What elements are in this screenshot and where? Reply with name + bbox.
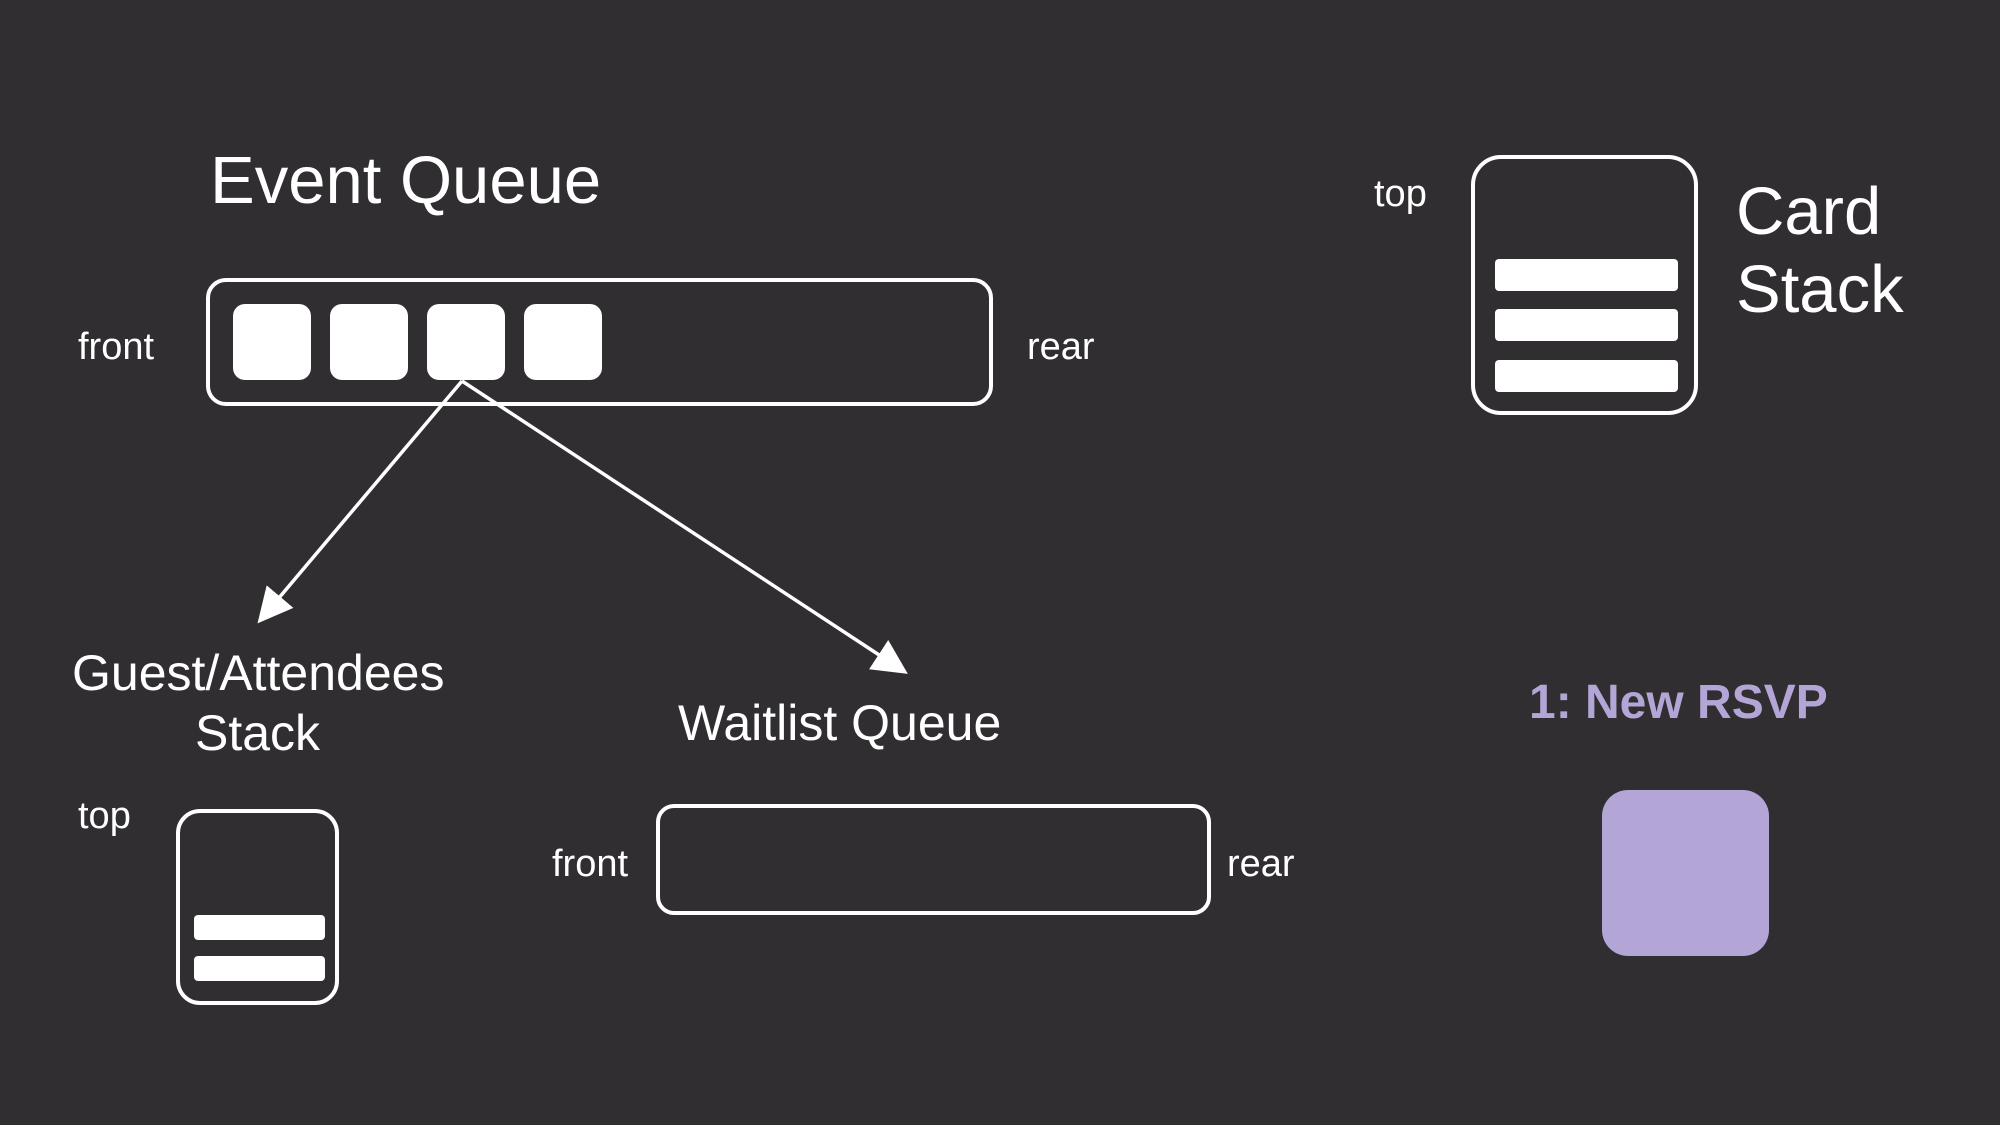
card-stack-title-line2: Stack <box>1736 252 1904 327</box>
arrow-to-guest-stack <box>257 379 464 624</box>
card-stack-top-label: top <box>1374 173 1427 215</box>
guest-stack-title-line1: Guest/Attendees <box>72 645 445 701</box>
card-stack-card <box>1495 360 1678 392</box>
event-queue-front-label: front <box>78 326 155 368</box>
waitlist-queue-title: Waitlist Queue <box>678 695 1002 751</box>
guest-stack-title-line2: Stack <box>195 705 321 761</box>
event-queue-item <box>233 304 311 380</box>
guest-stack-box <box>176 809 339 1005</box>
card-stack-box <box>1471 155 1698 415</box>
event-queue-item <box>427 304 505 380</box>
waitlist-queue-rear-label: rear <box>1227 843 1295 885</box>
current-action-label: 1: New RSVP <box>1529 676 1828 729</box>
waitlist-queue-box <box>656 804 1211 915</box>
waitlist-queue-front-label: front <box>552 843 629 885</box>
incoming-rsvp-card <box>1602 790 1769 956</box>
card-stack-card <box>1495 259 1678 291</box>
guest-stack-card <box>194 956 325 981</box>
event-queue-title: Event Queue <box>210 143 602 218</box>
event-queue-item <box>524 304 602 380</box>
event-queue-item <box>330 304 408 380</box>
card-stack-title-line1: Card <box>1736 174 1882 249</box>
arrow-to-waitlist-queue <box>461 379 908 674</box>
guest-stack-top-label: top <box>78 795 131 837</box>
event-queue-box <box>206 278 993 406</box>
card-stack-card <box>1495 309 1678 341</box>
guest-stack-card <box>194 915 325 940</box>
event-queue-rear-label: rear <box>1027 326 1095 368</box>
